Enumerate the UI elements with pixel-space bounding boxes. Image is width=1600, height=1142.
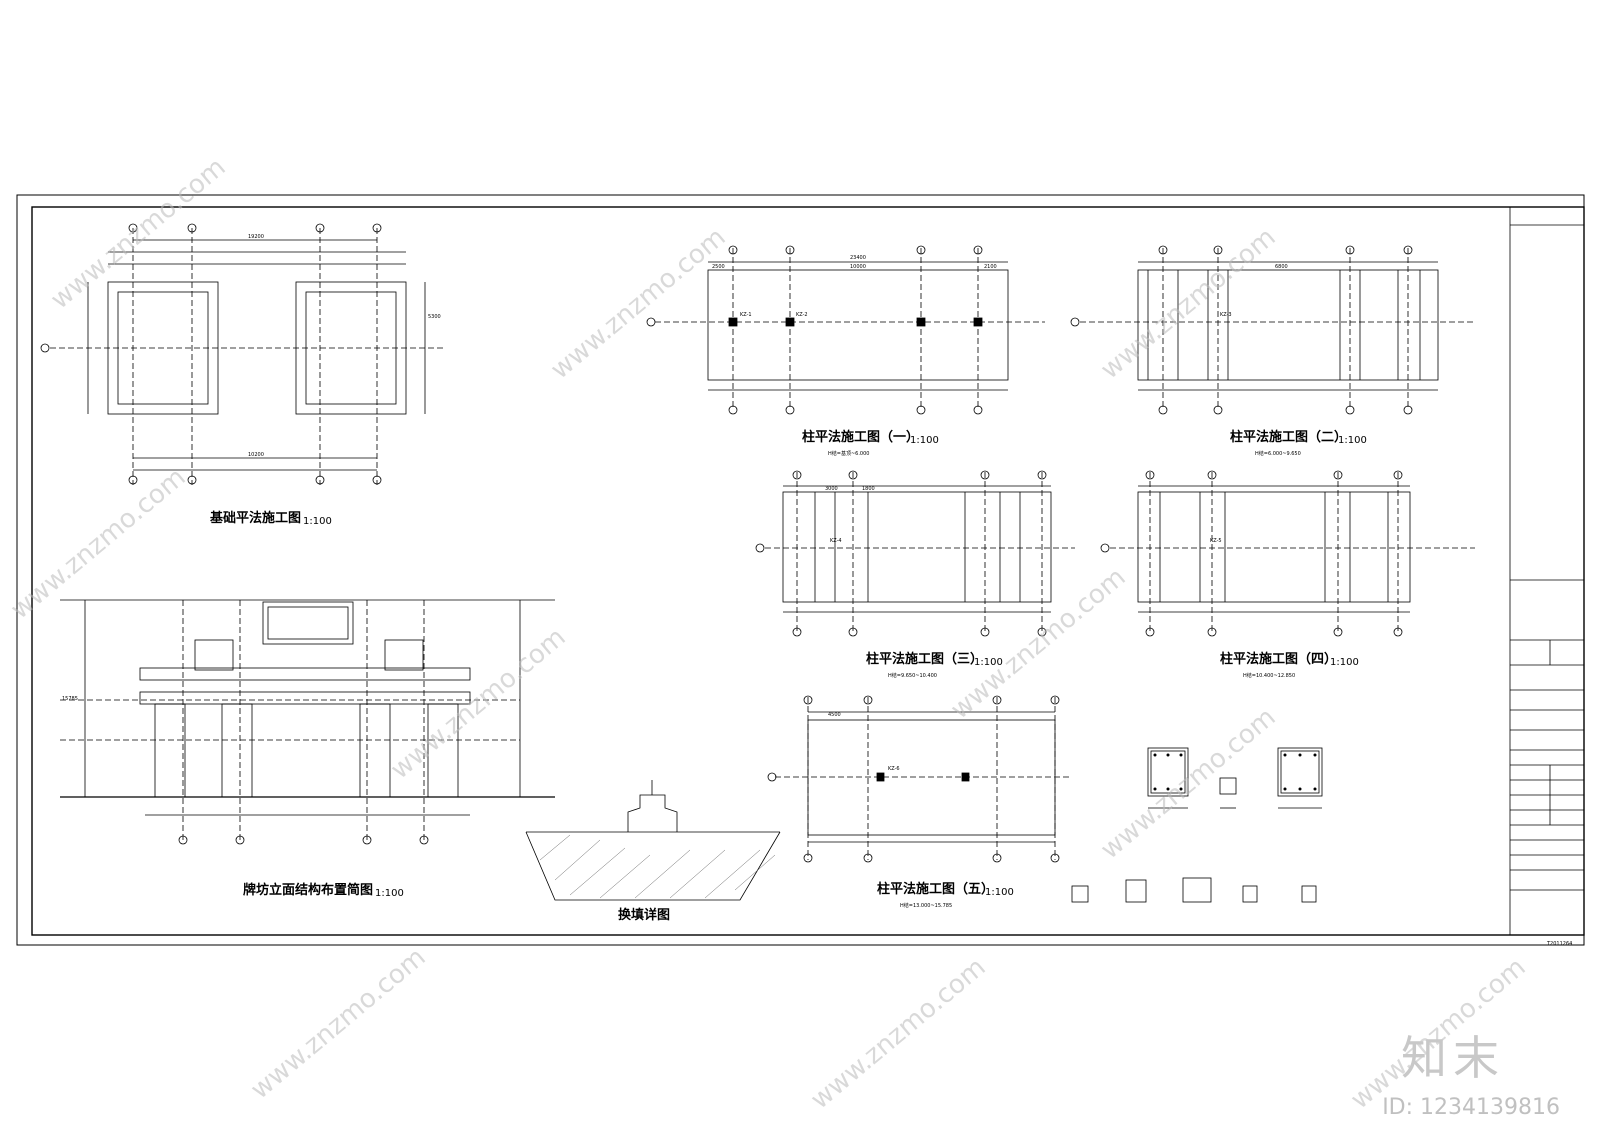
svg-text:www.znzmo.com: www.znzmo.com [1095, 222, 1281, 385]
elevation-scale: 1:100 [375, 888, 404, 899]
dim-19200: 19200 [248, 234, 264, 240]
column-sections [1071, 747, 1323, 903]
column-plan-1-range: H结=基顶~6.000 [828, 450, 869, 457]
column-plan-2-range: H结=6.000~9.650 [1255, 450, 1301, 457]
column-plan-2-title: 柱平法施工图（二） [1230, 429, 1347, 445]
foundation-plan-title: 基础平法施工图 [209, 510, 301, 526]
column-plan-5 [767, 695, 1070, 863]
column-plan-1 [646, 245, 1045, 415]
sheet-code: T2011264 [1546, 941, 1572, 947]
elevation-title: 牌坊立面结构布置简图 [243, 882, 373, 898]
column-plan-4-title: 柱平法施工图（四） [1220, 651, 1337, 667]
column-plan-5-scale: 1:100 [985, 887, 1014, 898]
backfill-detail [525, 780, 781, 901]
column-plan-3-range: H结=9.650~10.400 [888, 672, 937, 679]
foundation-plan [40, 223, 445, 485]
column-plan-4-scale: 1:100 [1330, 657, 1359, 668]
dim-6800-a: 6800 [1275, 264, 1288, 270]
column-plan-5-range: H结=13.000~15.785 [900, 902, 952, 909]
column-mark-kz6: KZ-6 [888, 766, 900, 772]
column-plan-1-scale: 1:100 [910, 435, 939, 446]
dim-1800: 1800 [862, 486, 875, 492]
column-plan-3 [755, 470, 1075, 637]
dim-5300: 5300 [428, 314, 441, 320]
svg-text:www.znzmo.com: www.znzmo.com [805, 952, 991, 1115]
dim-2500: 2500 [712, 264, 725, 270]
svg-text:www.znzmo.com: www.znzmo.com [45, 152, 231, 315]
column-plan-3-scale: 1:100 [974, 657, 1003, 668]
column-mark-kz2: KZ-2 [796, 312, 808, 318]
title-block [1509, 207, 1584, 935]
column-section-rebar [1153, 753, 1317, 791]
dim-3000: 3000 [825, 486, 838, 492]
column-mark-kz5: KZ-5 [1210, 538, 1222, 544]
svg-text:www.znzmo.com: www.znzmo.com [1095, 702, 1281, 865]
dim-10000: 10000 [850, 264, 866, 270]
sheet-inner-border [31, 206, 1585, 936]
svg-text:www.znzmo.com: www.znzmo.com [245, 942, 431, 1105]
svg-text:www.znzmo.com: www.znzmo.com [545, 222, 731, 385]
backfill-detail-title: 换填详图 [618, 907, 670, 923]
elevation [60, 599, 555, 845]
watermark-id: ID: 1234139816 [1382, 1095, 1560, 1120]
column-plan-4-range: H结=10.400~12.850 [1243, 672, 1295, 679]
column-plan-2-scale: 1:100 [1338, 435, 1367, 446]
dim-4500-a: 4500 [828, 712, 841, 718]
column-mark-kz4: KZ-4 [830, 538, 842, 544]
dim-2100: 2100 [984, 264, 997, 270]
foundation-plan-scale: 1:100 [303, 516, 332, 527]
svg-text:www.znzmo.com: www.znzmo.com [945, 562, 1131, 725]
sheet-outer-border [16, 194, 1585, 946]
column-plan-3-title: 柱平法施工图（三） [866, 651, 983, 667]
backfill-hatch [539, 834, 776, 899]
dim-15785: 15785 [62, 696, 78, 702]
svg-text:www.znzmo.com: www.znzmo.com [5, 462, 191, 625]
dim-23400-a: 23400 [850, 255, 866, 261]
column-plan-1-title: 柱平法施工图（一） [802, 429, 919, 445]
watermark: www.znzmo.com www.znzmo.com www.znzmo.co… [5, 152, 1531, 1115]
dim-10200: 10200 [248, 452, 264, 458]
watermark-brand: 知末 [1401, 1031, 1505, 1085]
column-plan-2 [1070, 245, 1475, 415]
column-plan-5-title: 柱平法施工图（五） [877, 881, 994, 897]
column-plan-4 [1100, 470, 1475, 637]
column-mark-kz3: KZ-3 [1220, 312, 1232, 318]
column-mark-kz1: KZ-1 [740, 312, 752, 318]
